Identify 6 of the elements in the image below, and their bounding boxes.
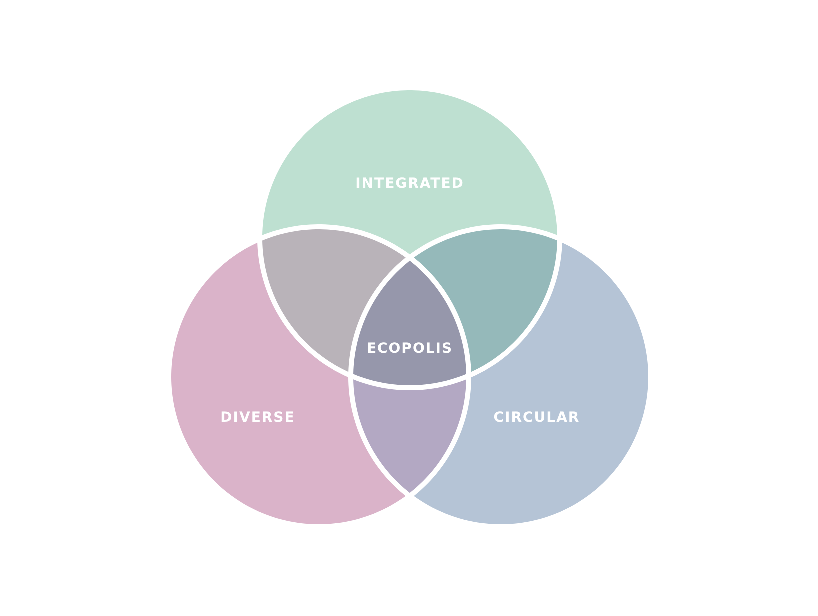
center-label: ECOPOLIS [366,341,454,357]
center-overlap-region [353,260,467,386]
set-label: INTEGRATED [356,176,464,192]
set-label: CIRCULAR [494,410,580,426]
overlap-region [353,379,467,494]
set-label: DIVERSE [220,410,296,426]
